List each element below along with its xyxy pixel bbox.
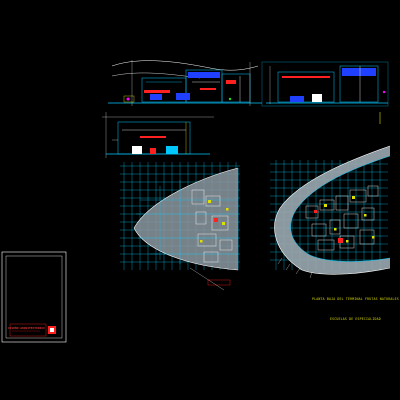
elevation-main-view	[108, 60, 262, 106]
plan-right-view	[270, 145, 391, 279]
plan-left-view	[120, 162, 240, 291]
title-block-frame	[1, 251, 67, 343]
sheet-title-sub: ESCUELAS DE ESPECIALIDAD	[330, 317, 381, 321]
sheet-title-main: PLANTA BAJA DEL TERMINAL FRUTAS NATURALE…	[312, 297, 399, 301]
elevation-right-view	[261, 61, 389, 124]
section-small-view	[102, 112, 214, 158]
title-block-caption: DISEÑO ARQUITECTONICO	[8, 327, 45, 330]
